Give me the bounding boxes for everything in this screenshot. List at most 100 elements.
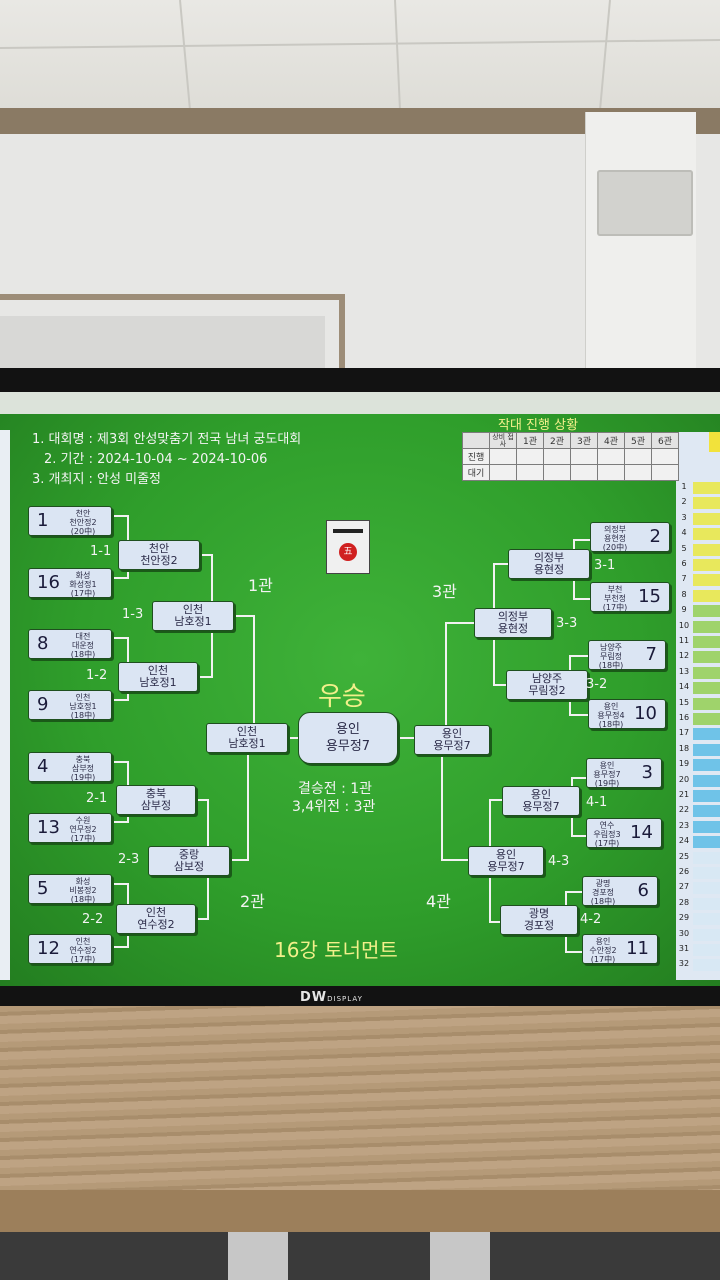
ranking-number: 31 [678,944,690,953]
team-right-8: 11 용인 수안정2 (17中) [582,934,658,964]
team-name: 수원 연무정2 (17中) [69,816,97,843]
emblem-seal: 五 [339,543,357,561]
ranking-cell [693,636,720,648]
floor [0,1232,720,1280]
team-left-4: 9 인천 남호정1 (18中) [28,690,112,720]
champion-label: 우승 [318,682,366,712]
ranking-cell [693,559,720,571]
team-right-3: 7 남양주 무림정 (18中) [588,640,666,670]
waiting-row: 대기 [462,464,679,481]
progress-table-title: 작대 진행 상황 [498,418,579,433]
emblem-icon: 五 [326,520,370,574]
ranking-cell [693,728,720,741]
tv-brand-logo: DWDISPLAY [300,990,363,1005]
ranking-number: 10 [678,620,690,630]
match-label: 1-3 [122,607,144,622]
progress-row: 진행 [462,448,679,465]
yellow-marker [709,432,720,452]
ranking-number: 25 [678,851,690,861]
team-left-5: 4 충북 삼부정 (19中) [28,752,112,782]
cell [624,464,652,481]
team-seed: 8 [37,633,49,654]
semifinal-right: 용인 용무정7 [414,725,490,755]
team-seed: 6 [637,880,649,901]
match-label: 4-3 [548,854,570,869]
team-name: 충북 삼부정 (19中) [70,755,96,782]
progress-table-header: 상비 접사 1관 2관 3관 4관 5관 6관 [462,432,679,449]
ranking-number: 26 [678,867,690,876]
team-right-1: 2 의정부 용현정 (20中) [590,522,670,552]
team-right-2: 15 부천 부천정 (17中) [590,582,670,612]
semifinal-left: 인천 남호정1 [206,723,288,753]
team-name: 화성 비봉정2 (18中) [69,877,97,904]
ranking-cell [693,743,720,756]
ranking-number: 20 [678,774,690,784]
header-cell: 6관 [651,432,679,449]
team-left-1: 1 천안 천안정2 (20中) [28,506,112,536]
team-name: 연수 우림정3 (17中) [593,821,621,848]
event-name: 1. 대회명 : 제3회 안성맞춤기 전국 남녀 궁도대회 [32,432,302,447]
ranking-number: 7 [681,574,687,584]
team-name: 부천 부천정 (17中) [602,585,628,612]
champion-box: 용인 용무정7 [298,712,398,764]
ranking-cell [693,913,720,926]
emblem-bar [333,529,363,533]
team-name: 광명 경포정 (18中) [590,879,616,906]
team-seed: 7 [645,644,657,665]
event-period: 2. 기간 : 2024-10-04 ~ 2024-10-06 [44,452,268,467]
header-cell: 3관 [570,432,598,449]
match-label: 1-1 [90,544,112,559]
team-seed: 10 [634,703,657,724]
team-left-7: 5 화성 비봉정2 (18中) [28,874,112,904]
ranking-cell [693,928,720,941]
left-partial-panel [0,430,10,980]
ranking-cell [693,512,720,525]
ranking-cell [693,851,720,864]
ranking-cell [693,867,720,879]
winner-box: 광명 경포정 [500,905,578,935]
team-name: 화성 화성정1 (17中) [69,571,97,598]
ranking-number: 17 [678,728,690,738]
row-label: 대기 [462,464,490,481]
ranking-number: 13 [678,666,690,676]
match-label: 3-1 [594,558,616,573]
match-label: 3-2 [586,677,608,692]
ranking-cell [693,589,720,602]
winner-box: 남양주 무림정2 [506,670,588,700]
ranking-cell [693,497,720,510]
team-right-5: 3 용인 용무정7 (19中) [586,758,662,788]
match-label: 4-1 [586,795,608,810]
ranking-number: 8 [681,589,687,599]
ranking-cell [693,620,720,633]
ranking-number: 12 [678,651,690,661]
team-name: 용인 수안정2 (17中) [589,937,617,964]
screen-top-edge [0,392,720,414]
winner-box: 인천 남호정1 [152,601,234,631]
ranking-number: 9 [681,605,687,615]
team-name: 대전 대운정 (18中) [70,632,96,659]
table-edge [0,1190,720,1232]
match-label: 2-3 [118,852,140,867]
cell [570,464,598,481]
table-leg [228,1232,288,1280]
ranking-number: 14 [678,682,690,692]
ranking-number: 27 [678,882,690,892]
zone-label-3: 3관 [432,582,457,601]
ranking-number: 32 [678,959,690,969]
team-seed: 11 [626,938,649,959]
winner-box: 천안 천안정2 [118,540,200,570]
ranking-cell [693,682,720,695]
winner-box: 용인 용무정7 [502,786,580,816]
header-cell: 5관 [624,432,652,449]
tournament-title: 16강 토너먼트 [274,938,398,962]
ranking-cell [693,651,720,664]
cell [570,448,598,465]
cell [489,448,517,465]
winner-box: 중랑 삼보정 [148,846,230,876]
winner-box: 의정부 용현정 [474,608,552,638]
cell [489,464,517,481]
ranking-cell [693,897,720,910]
team-seed: 3 [641,762,653,783]
